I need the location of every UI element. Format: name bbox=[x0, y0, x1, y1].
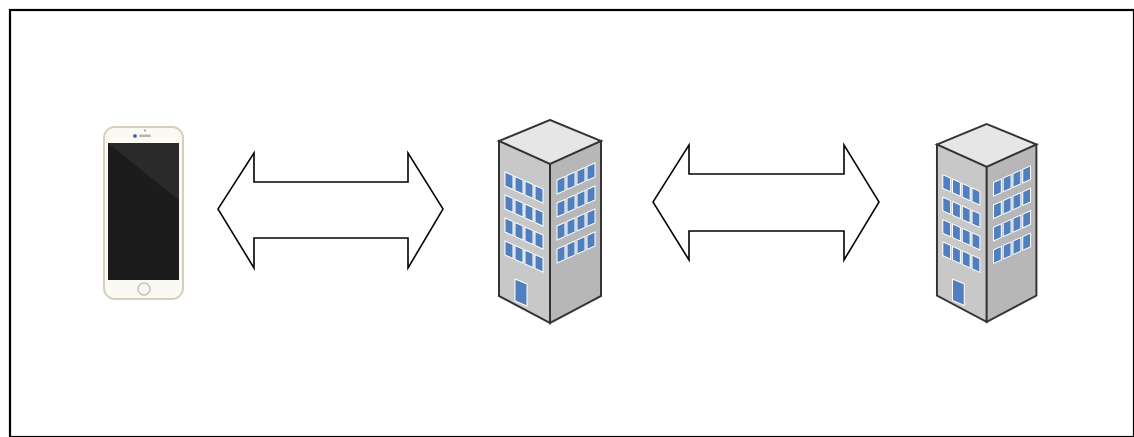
double-arrow-icon bbox=[652, 142, 880, 263]
diagram-frame bbox=[8, 8, 1134, 437]
office-building-icon bbox=[496, 118, 604, 325]
office-building-icon bbox=[934, 122, 1039, 324]
double-arrow-icon bbox=[217, 150, 444, 271]
smartphone-icon bbox=[103, 126, 184, 300]
